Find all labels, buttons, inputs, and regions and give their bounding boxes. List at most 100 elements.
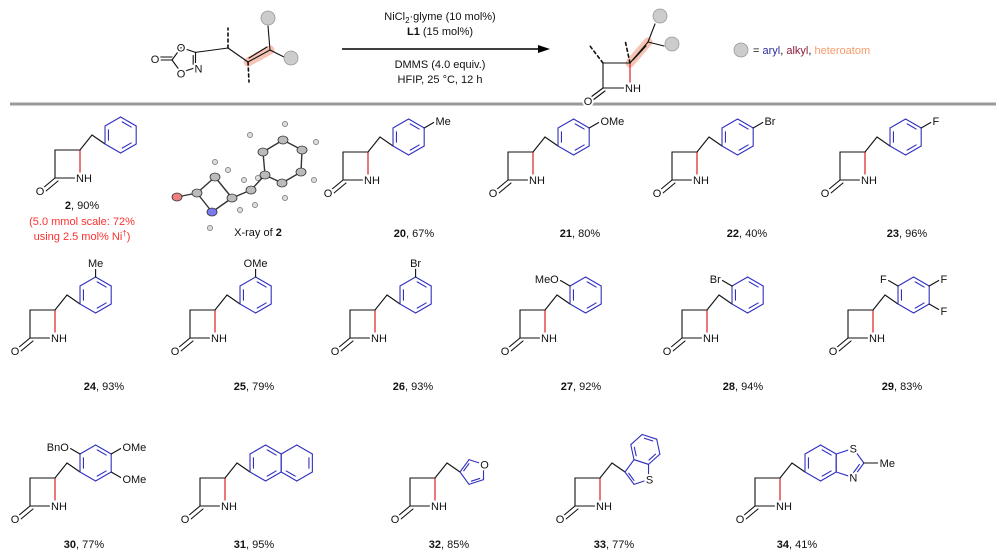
scale-note: (5.0 mmol scale: 72% [29,216,135,228]
ring-bond [392,118,410,129]
nh-label: NH [529,175,545,187]
ch2-bond [556,294,571,305]
ring-bond [408,118,425,129]
compound-yield: , 40% [739,228,767,240]
ring-bond [255,276,272,287]
ring-bond [239,276,257,287]
ring-bond [79,303,97,314]
compound-yield: , 93% [405,381,433,393]
xray-hydrogen [207,225,213,231]
xray-hydrogen [241,177,247,183]
ch2-bond [544,136,559,147]
ring-bond [633,459,650,465]
xray-atom [295,167,307,177]
carbonyl-o-label: O [36,186,45,198]
compound-number: 24 [84,381,97,393]
compound-yield: , 96% [899,228,927,240]
ch2-bond [54,294,68,311]
nh-label: NH [541,333,557,345]
ring-bond [835,471,854,479]
nh-label: NH [221,501,237,513]
double-bond [914,281,925,288]
dashed-bond [624,39,631,64]
double-bond [852,463,860,474]
dagger: † [122,229,126,238]
carbonyl-bond [830,182,844,194]
double-bond [96,470,107,477]
ring-bond [889,145,907,156]
compound-number: 28 [723,381,735,393]
catalyst-loading-note: using 2.5 mol% Ni†) [34,229,131,243]
carbonyl-bond [397,505,411,517]
double-bond [586,281,597,288]
carbonyl-bond [180,340,194,352]
substituent-bond [928,303,940,311]
carbonyl-bond [17,505,31,517]
carbonyl-bond [659,179,673,191]
xray-atom [191,188,203,198]
ch2-bond [864,136,878,153]
substituent-label: F [940,306,947,318]
compound-yield: , 92% [573,381,601,393]
compound-yield: , 93% [96,381,124,393]
ring-bond [630,433,643,446]
ch2-bond [226,294,241,305]
carbonyl-bond [565,508,579,520]
ring-bond [95,444,112,455]
substituent-label: F [940,274,947,286]
ring-bond [641,433,658,440]
double-bond [906,123,917,130]
substituent-bond [110,471,122,479]
double-bond [748,302,759,309]
compound-number: 20 [394,228,406,240]
ring-bond [249,444,267,455]
substituent-bond [423,121,435,129]
ring-bond [399,276,417,287]
carbonyl-bond [827,179,841,191]
xray-atom [206,207,218,217]
compound-yield: , 41% [789,539,817,551]
ring-bond [804,471,822,482]
ring-bond [747,303,764,314]
carbonyl-o-label: O [181,514,190,526]
ch2-bond [66,294,81,305]
compound-number: 30 [64,539,76,551]
substituent-bond [752,121,764,129]
carbonyl-bond [330,179,344,191]
ring-bond [804,444,822,455]
ring-bond [79,471,97,482]
ring-bond [820,444,837,455]
ring-o-label: O [177,68,186,80]
compound-label: 24, 93% [84,381,125,393]
ring-bond [731,303,749,314]
compound-label: 27, 92% [561,381,602,393]
ring-bond [624,459,635,473]
bond [194,47,229,53]
carbonyl-bond [42,177,56,189]
compound-number: 31 [234,539,246,551]
compound-yield: , 79% [246,381,274,393]
double-bond [586,302,597,309]
alkene-bond [248,46,268,59]
ring-bond [585,276,602,287]
ring-bond [852,462,865,479]
carbonyl-bond [400,508,414,520]
s-atom-label: S [646,475,653,487]
ch2-bond [599,462,613,479]
note-end: ) [127,231,131,243]
arrow-head [538,45,550,53]
carbonyl-bond [45,180,59,192]
ch2-bond [532,136,546,153]
xray-hydrogen [247,132,253,138]
substituent-circle-icon [283,50,299,66]
n-atom-label: N [849,473,857,485]
ch2-bond [718,294,733,305]
conditions-label: HFIP, 25 °C, 12 h [398,74,483,86]
carbonyl-bond [590,87,604,98]
